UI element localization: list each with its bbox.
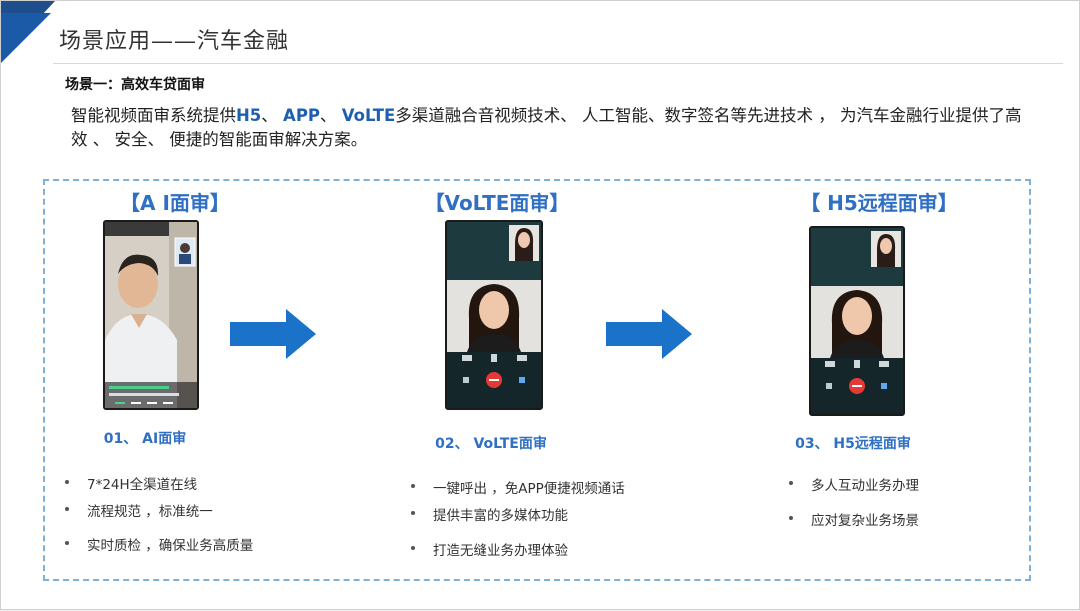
bullet-text: 实时质检 ，确保业务高质量: [87, 538, 254, 554]
volte-call-image: [447, 222, 541, 408]
caption-ai: 01、 AI面审: [103, 431, 187, 447]
bullet-dot: [411, 511, 415, 515]
intro-text-3: 、: [320, 106, 342, 125]
bullet-text: 应对复杂业务场景: [811, 513, 919, 529]
page-title: 场景应用——汽车金融: [59, 29, 290, 54]
scenarios-panel: [43, 179, 1031, 581]
column-title-h5: 【 H5远程面审】: [800, 191, 958, 215]
right-arrow-icon: [230, 309, 316, 359]
bullet-text: 流程规范 ，标准统一: [87, 504, 213, 520]
bullet-dot: [411, 546, 415, 550]
bullet-text: 打造无缝业务办理体验: [433, 543, 568, 559]
bullet-item: 多人互动业务办理: [789, 474, 919, 494]
phone-screenshot-ai: [103, 220, 199, 410]
bullet-text: 提供丰富的多媒体功能: [433, 508, 568, 524]
bullet-dot: [789, 481, 793, 485]
bullet-dot: [789, 516, 793, 520]
bullet-dot: [65, 541, 69, 545]
scene-title: 场景一：高效车贷面审: [65, 77, 205, 93]
header-divider: [53, 63, 1063, 64]
bullet-item: 打造无缝业务办理体验: [411, 539, 568, 559]
h5-call-image: [811, 228, 903, 414]
caption-volte: 02、 VoLTE面审: [435, 436, 547, 452]
bullet-text: 7*24H全渠道在线: [87, 477, 198, 493]
bullet-item: 7*24H全渠道在线: [65, 473, 198, 493]
right-arrow-icon: [606, 309, 692, 359]
header-corner-decoration-inner: [1, 13, 51, 63]
column-title-volte: 【VoLTE面审】: [424, 191, 570, 215]
phone-screenshot-h5: [809, 226, 905, 416]
bullet-item: 提供丰富的多媒体功能: [411, 504, 568, 524]
intro-text-2: 、: [261, 106, 284, 125]
intro-text-4: 多渠道融合音视频技术、 人工智能、数字签名等先进技术 ， 为汽车金融行业提供了高…: [71, 106, 1022, 149]
intro-keyword-volte: VoLTE: [341, 106, 396, 125]
intro-keyword-h5: H5: [236, 106, 262, 125]
intro-paragraph: 智能视频面审系统提供H5、 APP、 VoLTE多渠道融合音视频技术、 人工智能…: [71, 104, 1031, 152]
caption-h5: 03、 H5远程面审: [795, 436, 911, 452]
bullet-item: 流程规范 ，标准统一: [65, 500, 213, 520]
bullet-text: 多人互动业务办理: [811, 478, 919, 494]
bullet-dot: [65, 507, 69, 511]
bullet-item: 应对复杂业务场景: [789, 509, 919, 529]
intro-keyword-app: APP: [283, 106, 321, 125]
bullet-item: 一键呼出 ，免APP便捷视频通话: [411, 477, 625, 497]
bullet-item: 实时质检 ，确保业务高质量: [65, 534, 254, 554]
column-title-ai: 【A I面审】: [120, 191, 230, 215]
bullet-dot: [411, 484, 415, 488]
phone-screenshot-volte: [445, 220, 543, 410]
intro-text-1: 智能视频面审系统提供: [71, 106, 236, 125]
bullet-text: 一键呼出 ，免APP便捷视频通话: [433, 481, 625, 497]
bullet-dot: [65, 480, 69, 484]
ai-interview-image: [105, 222, 197, 408]
